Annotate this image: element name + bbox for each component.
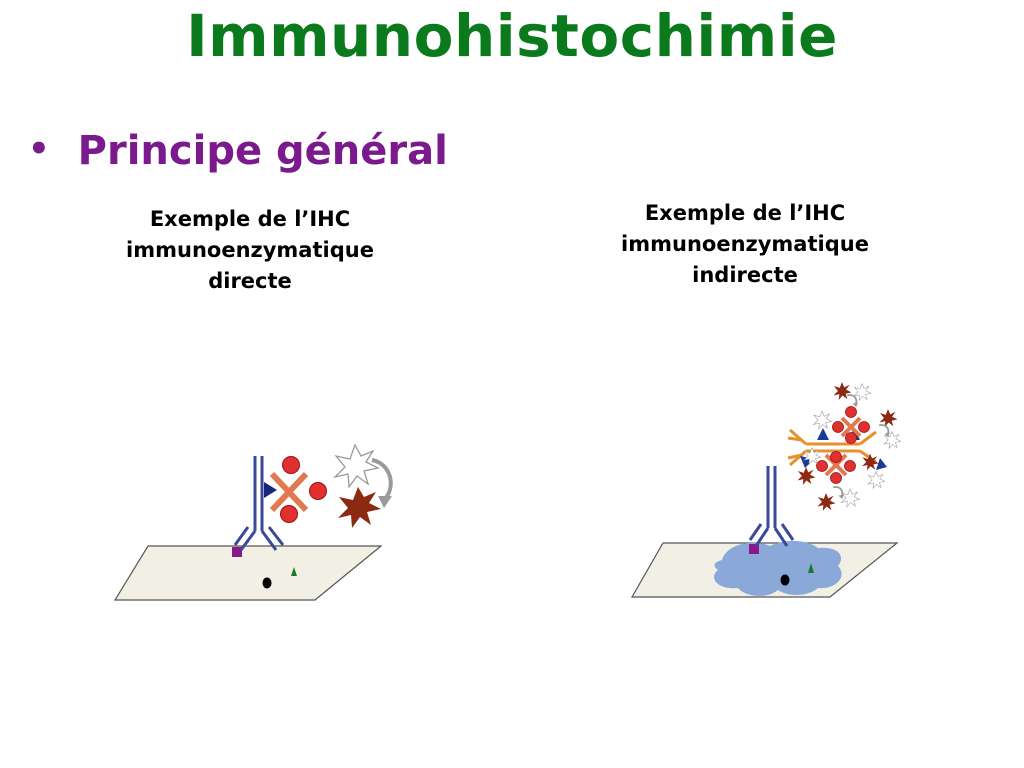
antigen-dot-icon xyxy=(262,577,272,589)
direct-panel xyxy=(113,443,393,601)
substrate-cloud-icon xyxy=(797,382,902,511)
caption-direct-line-1: Exemple de l’IHC xyxy=(149,207,351,231)
slide-title: Immunohistochimie xyxy=(186,2,838,70)
primary-antibody-icon xyxy=(748,466,795,547)
substrate-starburst-icon xyxy=(332,443,380,489)
secondary-antibody-icon xyxy=(787,428,877,467)
caption-indirect-line-1: Exemple de l’IHC xyxy=(644,201,846,225)
caption-indirect: Exemple de l’IHC immunoenzymatique indir… xyxy=(595,198,895,291)
curved-arrow-icon xyxy=(371,458,393,508)
slide-surface-direct xyxy=(113,545,383,601)
antigen-triangle-icon xyxy=(291,567,297,576)
bullet-dot-icon: • xyxy=(28,129,50,169)
caption-direct: Exemple de l’IHC immunoenzymatique direc… xyxy=(100,204,400,297)
enzyme-complex-icon xyxy=(269,456,327,523)
caption-indirect-line-2: immunoenzymatique xyxy=(621,232,869,256)
tissue-section-icon xyxy=(714,540,842,596)
product-starburst-icon xyxy=(338,487,381,528)
caption-direct-line-2: immunoenzymatique xyxy=(126,238,374,262)
antigen-triangle-icon xyxy=(808,563,814,573)
bullet-text: Principe général xyxy=(77,128,448,174)
antigen-square-icon xyxy=(232,547,242,557)
bullet-item: • Principe général xyxy=(28,128,448,174)
caption-indirect-line-3: indirecte xyxy=(692,263,798,287)
enzyme-link-triangle-icon xyxy=(264,482,277,498)
antibody-icon xyxy=(233,456,285,551)
caption-direct-line-3: directe xyxy=(208,269,292,293)
antigen-square-icon xyxy=(749,544,759,554)
indirect-panel xyxy=(630,382,902,598)
enzyme-complex-icon xyxy=(816,406,870,484)
antigen-dot-icon xyxy=(780,574,790,586)
